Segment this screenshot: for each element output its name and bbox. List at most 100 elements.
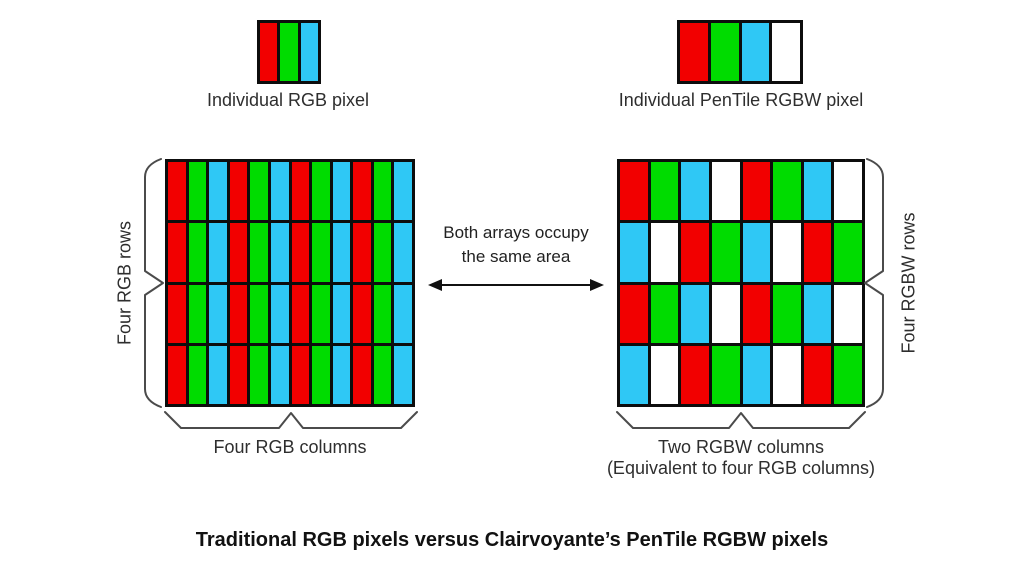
subpixel-white <box>834 284 862 343</box>
subpixel-green <box>773 284 801 343</box>
subpixel-red <box>681 223 709 282</box>
subpixel-green <box>834 345 862 404</box>
subpixel-red <box>291 345 310 404</box>
subpixel-green <box>711 345 740 404</box>
subpixel-cyan <box>209 345 227 404</box>
subpixel-red <box>620 162 648 221</box>
subpixel-cyan <box>742 223 771 282</box>
subpixel-red <box>742 162 771 221</box>
subpixel-red <box>168 223 186 282</box>
subpixel-white <box>834 162 862 221</box>
subpixel-green <box>312 223 330 282</box>
subpixel-cyan <box>394 162 412 221</box>
subpixel-green <box>650 162 679 221</box>
subpixel-green <box>711 223 740 282</box>
subpixel-cyan <box>209 223 227 282</box>
brace-rgbw-columns <box>616 411 866 429</box>
subpixel-green <box>312 345 330 404</box>
subpixel-cyan <box>332 284 351 343</box>
subpixel-green <box>250 284 268 343</box>
rgbw-columns-label-line2: (Equivalent to four RGB columns) <box>606 458 876 478</box>
subpixel-red <box>803 345 832 404</box>
subpixel-green <box>650 284 679 343</box>
subpixel-red <box>742 284 771 343</box>
subpixel-cyan <box>803 162 832 221</box>
individual-rgb-pixel-caption: Individual RGB pixel <box>206 90 370 110</box>
individual-rgbw-pixel-swatch <box>677 20 803 84</box>
subpixel-cyan <box>270 345 289 404</box>
subpixel-green <box>312 162 330 221</box>
subpixel-cyan <box>332 162 351 221</box>
subpixel-green <box>188 223 207 282</box>
rgb-columns-label: Four RGB columns <box>213 437 367 457</box>
rgbw-columns-label: Two RGBW columns (Equivalent to four RGB… <box>566 437 916 479</box>
subpixel-cyan <box>270 223 289 282</box>
subpixel-red <box>291 162 310 221</box>
subpixel-red <box>168 345 186 404</box>
brace-rgb-columns <box>164 411 418 429</box>
rgbw-columns-label-line1: Two RGBW columns <box>657 437 825 457</box>
subpixel-red <box>168 162 186 221</box>
subpixel-red <box>229 223 248 282</box>
subpixel-green <box>373 284 392 343</box>
subpixel-red <box>353 223 371 282</box>
rgbw-array-grid <box>617 159 865 407</box>
brace-rgb-rows <box>144 158 164 408</box>
subpixel-white <box>711 284 740 343</box>
subpixel-green <box>250 223 268 282</box>
subpixel-red <box>229 284 248 343</box>
subpixel-red <box>291 284 310 343</box>
individual-rgb-pixel-swatch <box>257 20 321 84</box>
subpixel-cyan <box>620 223 648 282</box>
subpixel-red <box>620 284 648 343</box>
subpixel-cyan <box>741 23 770 81</box>
subpixel-white <box>772 23 800 81</box>
double-arrow-icon <box>428 279 604 291</box>
subpixel-cyan <box>209 284 227 343</box>
subpixel-white <box>773 223 801 282</box>
subpixel-cyan <box>620 345 648 404</box>
subpixel-cyan <box>209 162 227 221</box>
subpixel-cyan <box>300 23 318 81</box>
same-area-note-line2: the same area <box>461 247 571 266</box>
subpixel-green <box>834 223 862 282</box>
subpixel-red <box>353 162 371 221</box>
subpixel-cyan <box>332 345 351 404</box>
same-area-note: Both arrays occupy the same area <box>421 221 611 269</box>
subpixel-green <box>250 162 268 221</box>
subpixel-green <box>373 345 392 404</box>
subpixel-green <box>373 162 392 221</box>
subpixel-red <box>353 345 371 404</box>
subpixel-green <box>373 223 392 282</box>
rgbw-rows-label: Four RGBW rows <box>898 212 919 354</box>
subpixel-green <box>773 162 801 221</box>
subpixel-white <box>650 223 679 282</box>
subpixel-cyan <box>394 345 412 404</box>
rgb-rows-label: Four RGB rows <box>114 220 135 346</box>
subpixel-cyan <box>681 162 709 221</box>
subpixel-white <box>711 162 740 221</box>
subpixel-green <box>188 345 207 404</box>
subpixel-white <box>650 345 679 404</box>
subpixel-cyan <box>742 345 771 404</box>
subpixel-cyan <box>332 223 351 282</box>
subpixel-green <box>188 162 207 221</box>
subpixel-cyan <box>270 284 289 343</box>
subpixel-white <box>773 345 801 404</box>
subpixel-cyan <box>270 162 289 221</box>
subpixel-red <box>803 223 832 282</box>
subpixel-red <box>680 23 708 81</box>
same-area-note-line1: Both arrays occupy <box>443 223 589 242</box>
subpixel-red <box>229 345 248 404</box>
diagram-title: Traditional RGB pixels versus Clairvoyan… <box>195 529 829 551</box>
subpixel-green <box>710 23 739 81</box>
subpixel-green <box>312 284 330 343</box>
subpixel-red <box>353 284 371 343</box>
subpixel-cyan <box>394 223 412 282</box>
subpixel-red <box>681 345 709 404</box>
subpixel-red <box>291 223 310 282</box>
brace-rgbw-rows <box>864 158 884 408</box>
subpixel-red <box>260 23 278 81</box>
subpixel-green <box>188 284 207 343</box>
subpixel-cyan <box>394 284 412 343</box>
